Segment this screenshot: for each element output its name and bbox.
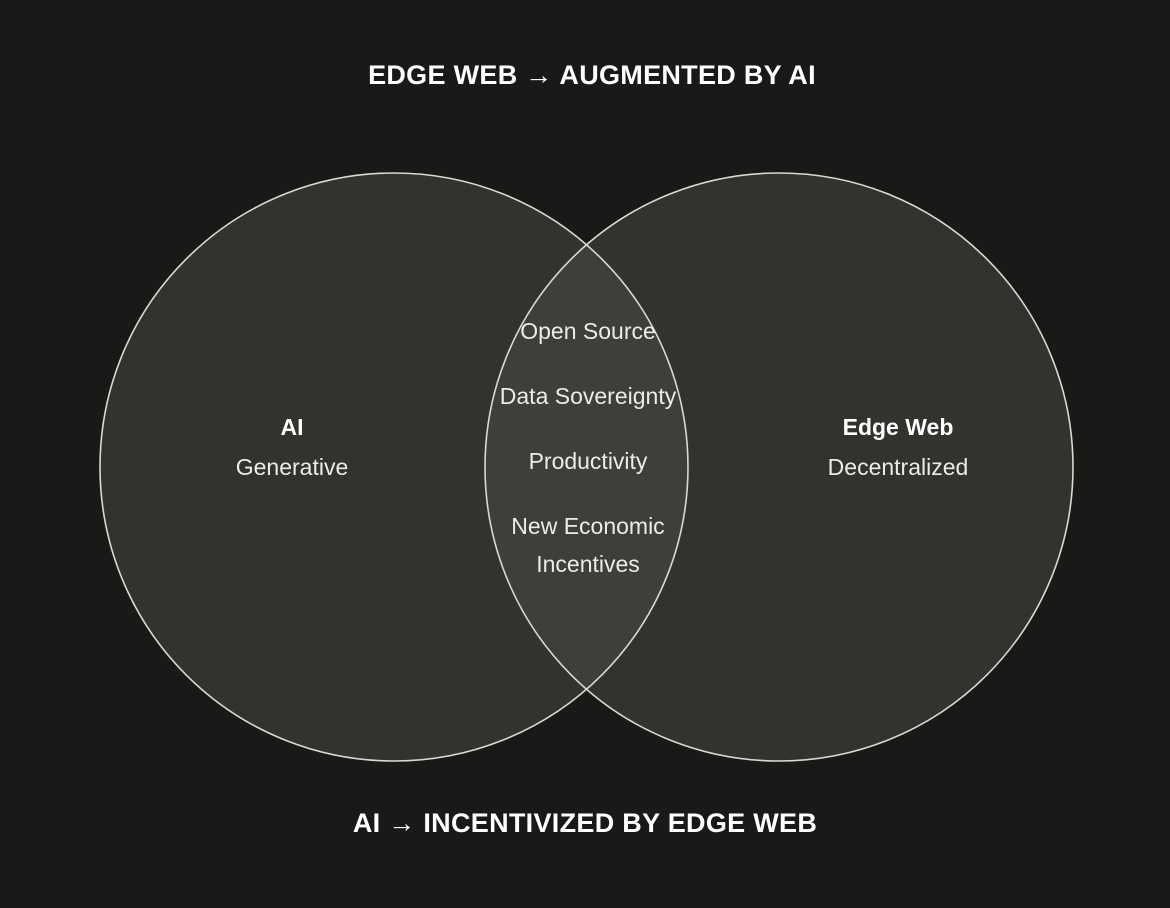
right-circle-subtitle: Decentralized: [827, 454, 969, 480]
right-circle-outline: [484, 172, 1074, 762]
left-circle-name: AI: [280, 414, 304, 440]
headline-top: EDGE WEB → AUGMENTED BY AI: [368, 60, 816, 90]
overlap-item-productivity: Productivity: [528, 448, 648, 474]
headline-bottom: AI → INCENTIVIZED BY EDGE WEB: [352, 808, 818, 838]
left-circle-label: AI Generative: [192, 407, 392, 487]
overlap-list: Open Source Data Sovereignty Productivit…: [458, 312, 718, 583]
overlap-item-data-sovereignty: Data Sovereignty: [499, 383, 677, 409]
overlap-item-open-source: Open Source: [520, 318, 656, 344]
left-circle-outline: [99, 172, 689, 762]
overlap-item-new-economic-incentives: New Economic Incentives: [511, 513, 665, 577]
overlap-region: [485, 173, 688, 761]
right-circle-label: Edge Web Decentralized: [798, 407, 998, 487]
left-circle-subtitle: Generative: [235, 454, 349, 480]
right-circle-name: Edge Web: [842, 414, 954, 440]
